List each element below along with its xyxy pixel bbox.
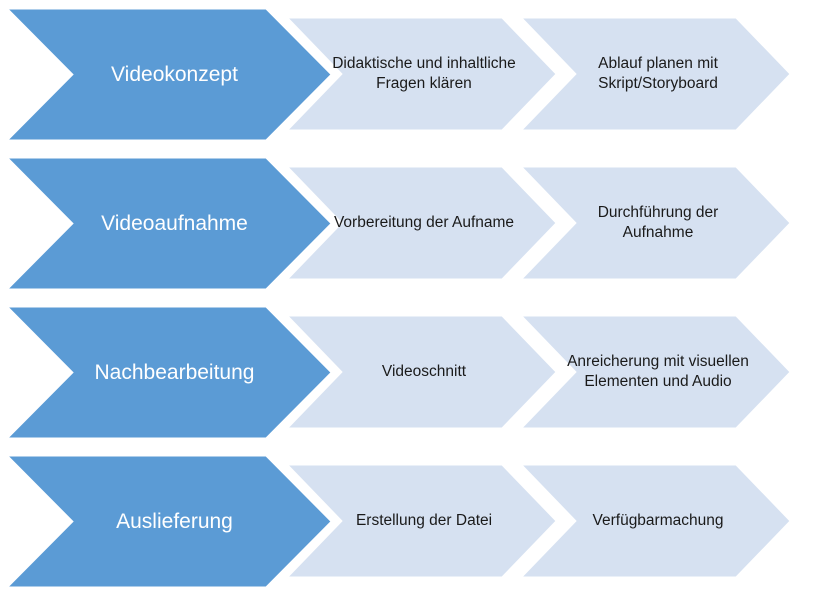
- step-label: Videoschnitt: [381, 362, 467, 380]
- step-chevron: Ablauf planen mit Skript/Storyboard: [522, 18, 790, 130]
- step-label: Verfügbarmachung: [592, 511, 724, 529]
- step-label: Erstellung der Datei: [355, 511, 493, 529]
- phase-title: Videokonzept: [111, 62, 238, 86]
- step-chevron: Durchführung der Aufnahme: [522, 167, 790, 279]
- phase-chevron: Videoaufnahme: [8, 158, 331, 289]
- step-label: Didaktische und inhaltliche Fragen kläre…: [332, 54, 516, 92]
- phase-title: Auslieferung: [116, 509, 233, 533]
- step-label: Ablauf planen mit Skript/Storyboard: [598, 54, 718, 92]
- phase-title: Videoaufnahme: [101, 211, 248, 235]
- step-label: Vorbereitung der Aufname: [333, 213, 515, 231]
- step-chevron: Anreicherung mit visuellen Elementen und…: [522, 316, 790, 428]
- step-chevron: Didaktische und inhaltliche Fragen kläre…: [288, 18, 556, 130]
- phase-chevron: Videokonzept: [8, 9, 331, 140]
- phase-chevron: Auslieferung: [8, 456, 331, 587]
- step-chevron: Verfügbarmachung: [522, 465, 790, 577]
- phase-chevron: Nachbearbeitung: [8, 307, 331, 438]
- step-label: Durchführung der Aufnahme: [597, 203, 719, 241]
- step-label: Anreicherung mit visuellen Elementen und…: [567, 352, 749, 390]
- phase-title: Nachbearbeitung: [94, 360, 255, 384]
- step-chevron: Erstellung der Datei: [288, 465, 556, 577]
- step-chevron: Vorbereitung der Aufname: [288, 167, 556, 279]
- step-chevron: Videoschnitt: [288, 316, 556, 428]
